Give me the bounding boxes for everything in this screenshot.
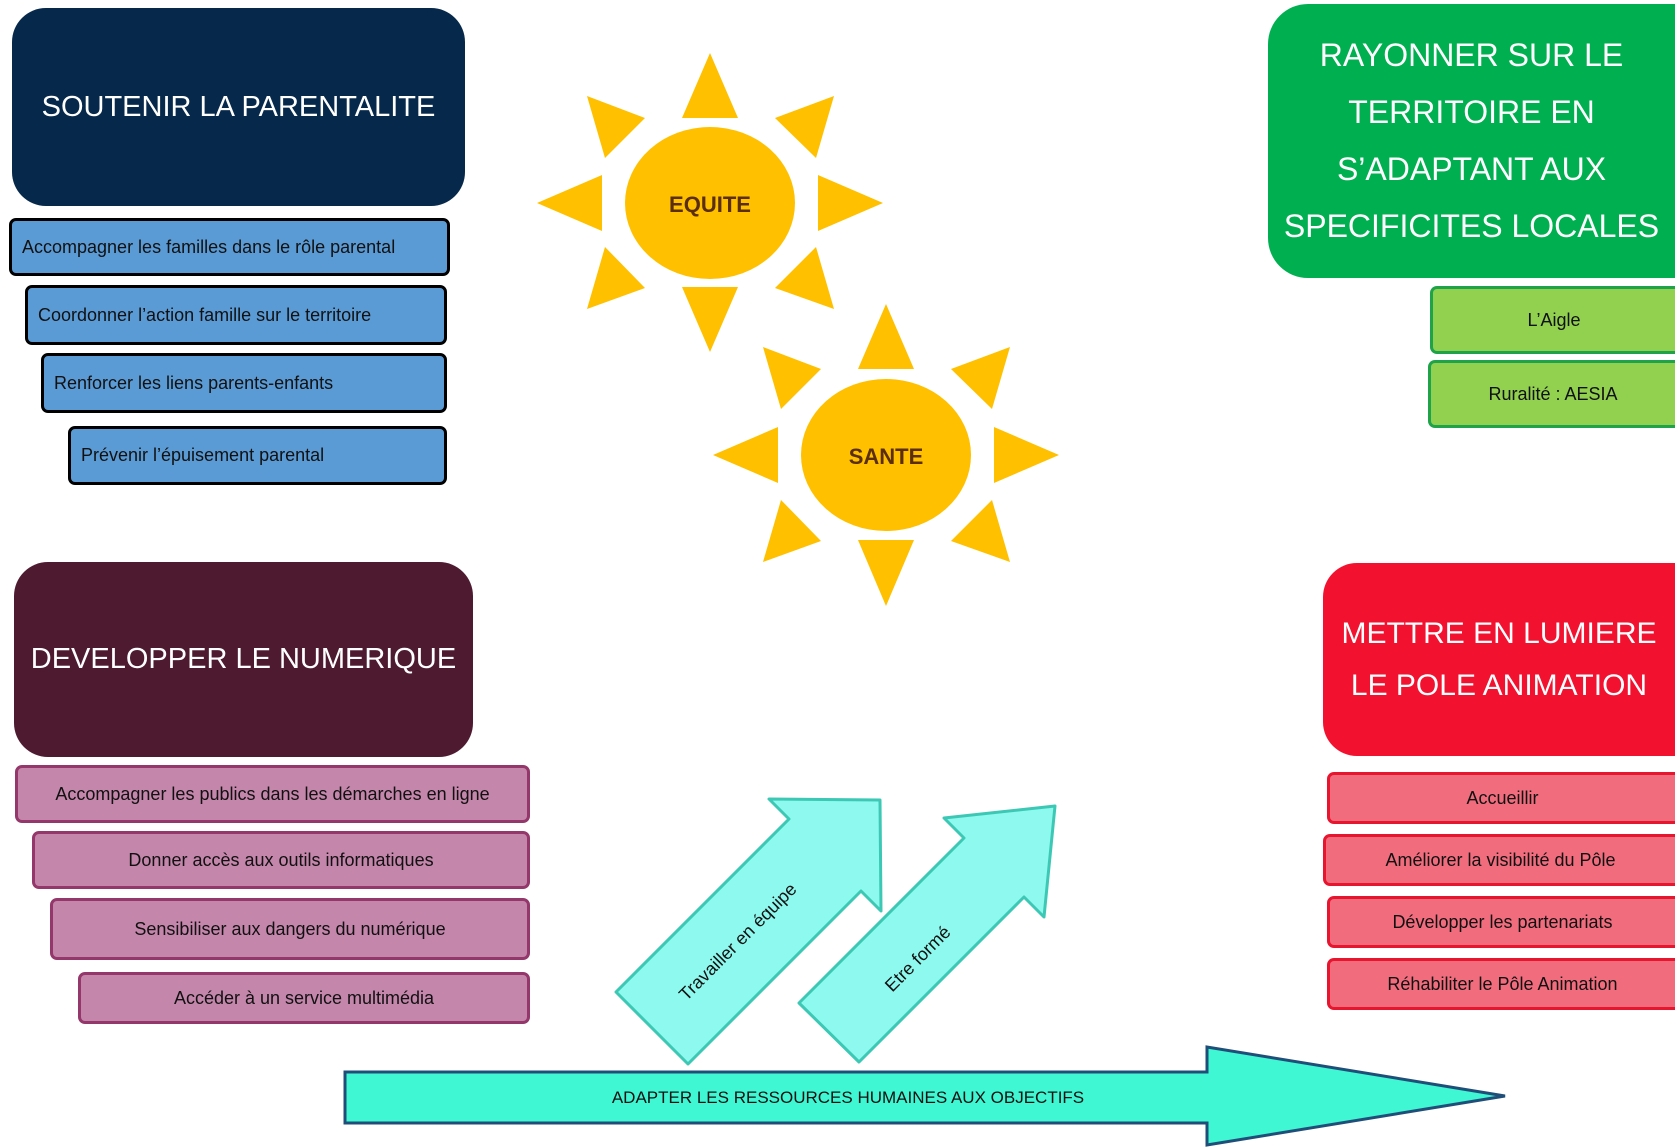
numerique-heading: DEVELOPPER LE NUMERIQUE: [14, 562, 473, 757]
arrow-etre-forme-shape: [797, 804, 1057, 1064]
animation-item-2: Améliorer la visibilité du Pôle: [1323, 834, 1675, 886]
parentalite-heading: SOUTENIR LA PARENTALITE: [12, 8, 465, 206]
parentalite-item-1: Accompagner les familles dans le rôle pa…: [9, 218, 450, 276]
sun-equite: EQUITE: [537, 53, 883, 352]
parentalite-item-2: Coordonner l’action famille sur le terri…: [25, 285, 447, 345]
sun-equite-label: EQUITE: [669, 192, 751, 217]
numerique-item-3: Sensibiliser aux dangers du numérique: [50, 898, 530, 960]
arrow-adapter-shape: [343, 1045, 1506, 1147]
sun-equite-disc: [625, 127, 795, 279]
sun-sante-label: SANTE: [849, 444, 924, 469]
sun-sante-rays: [713, 304, 1059, 606]
sun-equite-rays: [537, 53, 883, 352]
territoire-title: RAYONNER SUR LE TERRITOIRE EN S’ADAPTANT…: [1283, 37, 1660, 244]
parentalite-title: SOUTENIR LA PARENTALITE: [41, 90, 436, 123]
arrow-adapter-label: ADAPTER LES RESSOURCES HUMAINES AUX OBJE…: [612, 1088, 1084, 1107]
parentalite-item-3: Renforcer les liens parents-enfants: [41, 353, 447, 413]
arrow-adapter-ressources: ADAPTER LES RESSOURCES HUMAINES AUX OBJE…: [343, 1045, 1506, 1147]
territoire-heading: RAYONNER SUR LE TERRITOIRE EN S’ADAPTANT…: [1268, 4, 1675, 278]
territoire-item-1: L’Aigle: [1430, 286, 1675, 354]
numerique-item-4: Accéder à un service multimédia: [78, 972, 530, 1024]
animation-item-3: Développer les partenariats: [1327, 896, 1675, 948]
animation-item-1: Accueillir: [1327, 772, 1675, 824]
arrow-travailler-shape: [614, 797, 883, 1066]
numerique-item-2: Donner accès aux outils informatiques: [32, 831, 530, 889]
numerique-item-1: Accompagner les publics dans les démarch…: [15, 765, 530, 823]
animation-item-4: Réhabiliter le Pôle Animation: [1327, 958, 1675, 1010]
parentalite-item-4: Prévenir l’épuisement parental: [68, 426, 447, 485]
arrow-travailler-en-equipe: Travailler en équipe: [614, 797, 883, 1066]
animation-title: METTRE EN LUMIERE LE POLE ANIMATION: [1341, 616, 1657, 702]
sun-sante-disc: [801, 379, 971, 531]
sun-sante: SANTE: [713, 304, 1059, 606]
animation-heading: METTRE EN LUMIERE LE POLE ANIMATION: [1323, 563, 1675, 756]
territoire-item-2: Ruralité : AESIA: [1428, 360, 1675, 428]
numerique-title: DEVELOPPER LE NUMERIQUE: [30, 643, 457, 675]
